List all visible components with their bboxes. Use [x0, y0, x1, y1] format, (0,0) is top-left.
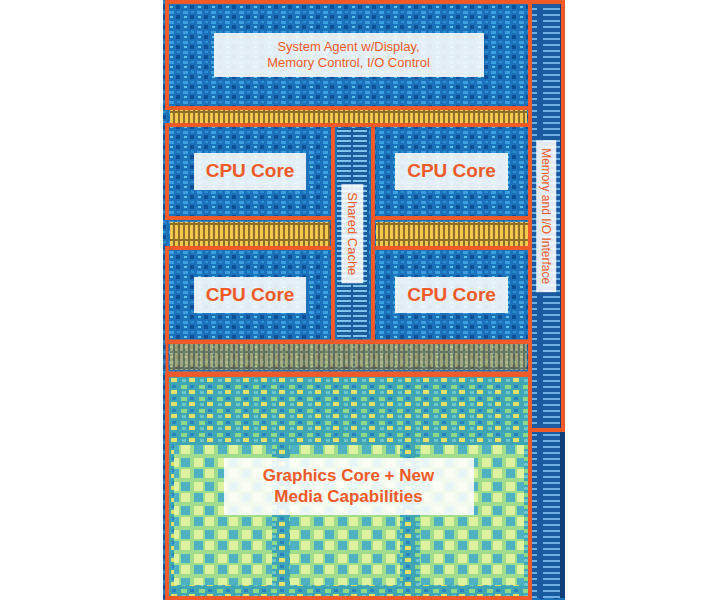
cpu-core-box: CPU Core: [371, 246, 532, 344]
die-background: [163, 0, 565, 600]
cpu-core-box: CPU Core: [165, 123, 335, 220]
vertical-label: Shared Cache: [342, 184, 364, 283]
cpu-core-box: CPU Core: [165, 246, 335, 344]
block-label: CPU Core: [194, 277, 307, 314]
cache-band: [170, 222, 330, 246]
memory-io-box: Memory and I/O Interface: [528, 0, 565, 432]
cache-band: [170, 110, 527, 124]
shared-cache-box: Shared Cache: [331, 123, 375, 344]
system-agent-box: System Agent w/Display, Memory Control, …: [165, 0, 532, 110]
ring-outline: [167, 341, 530, 373]
graphics-area: [167, 375, 530, 598]
vertical-label: Memory and I/O Interface: [536, 140, 556, 292]
ring-band: [170, 344, 527, 370]
shared-cache-array: [337, 128, 369, 338]
block-label: CPU Core: [194, 153, 307, 190]
io-area: [531, 0, 561, 598]
block-label: Graphics Core + New Media Capabilities: [224, 458, 474, 515]
graphics-core-box: Graphics Core + New Media Capabilities: [165, 373, 532, 600]
block-label: System Agent w/Display, Memory Control, …: [214, 33, 484, 76]
cache-band: [376, 222, 528, 246]
block-label: CPU Core: [395, 277, 508, 314]
block-label: CPU Core: [395, 153, 508, 190]
cpu-core-box: CPU Core: [371, 123, 532, 220]
